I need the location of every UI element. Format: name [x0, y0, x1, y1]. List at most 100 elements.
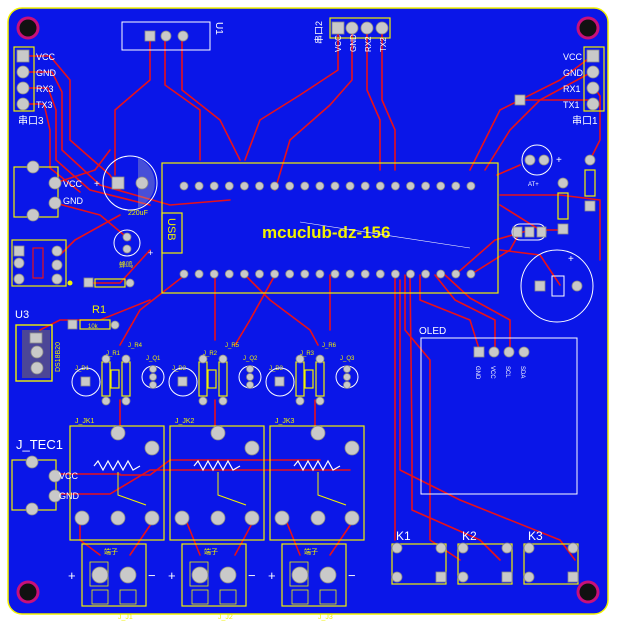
relay-coil	[93, 459, 141, 472]
key-pad-br	[501, 571, 513, 583]
terminal-pad-1	[191, 566, 209, 584]
relay-pad-mid	[210, 510, 226, 526]
driver-d-label: J_D3	[269, 366, 284, 372]
oled-pin-sda: SDA	[519, 366, 525, 378]
key-pad-tr	[435, 542, 447, 554]
mcu-top-pin	[345, 181, 355, 191]
driver-led-body	[110, 369, 120, 389]
driver-resistor-pin	[218, 354, 228, 364]
driver-diode-outline	[265, 367, 295, 397]
relay-pad-bl	[174, 510, 190, 526]
relay-contact	[317, 472, 347, 506]
switch-pin4	[51, 245, 63, 257]
relay-pad-top	[110, 425, 126, 441]
mcu-top-pin-row	[179, 181, 476, 191]
header-uart1-pin1	[586, 49, 600, 63]
terminal-foot-1	[191, 589, 209, 605]
driver-transistor-pin	[343, 365, 351, 373]
terminal-foot-2	[119, 589, 137, 605]
oled-pin-gnd: GND	[474, 366, 480, 380]
relay-label: J_JK1	[75, 418, 95, 425]
tec-bottom-pad	[25, 502, 39, 516]
mcu-top-pin	[436, 181, 446, 191]
terminal-foot-1	[91, 589, 109, 605]
terminal-plus: +	[168, 568, 176, 583]
header-uart2-pin1	[331, 21, 345, 35]
driver-r-label: J_R1	[106, 351, 121, 357]
relay-contact	[117, 472, 147, 506]
mcu-bottom-pin	[224, 269, 234, 279]
u1-module: U1	[121, 21, 224, 51]
mounting-holes	[16, 16, 600, 604]
relay-pad-br	[344, 510, 360, 526]
terminal-outline	[281, 543, 347, 607]
mcu-bottom-pin	[466, 269, 476, 279]
mcu-bottom-pin	[390, 269, 400, 279]
mcu-bottom-pin	[375, 269, 385, 279]
mcu-bottom-pin	[330, 269, 340, 279]
driver-transistor-pin	[149, 373, 157, 381]
tx1-via	[514, 94, 526, 106]
terminal-pad-1	[91, 566, 109, 584]
mcu-bottom-pin	[345, 269, 355, 279]
mcu-bottom-pin	[239, 269, 249, 279]
r1-value: 10k	[88, 324, 99, 330]
driver-resistor-pin	[315, 354, 325, 364]
at-cap-pin1	[524, 154, 536, 166]
driver-resistor-pin	[315, 396, 325, 406]
driver-r-label-b: J_R4	[128, 343, 143, 349]
driver-d-label: J_D2	[172, 366, 187, 372]
key-pad-bl	[523, 571, 535, 583]
board-title: mcuclub-dz-156	[262, 223, 390, 242]
driver-transistor-pin	[149, 365, 157, 373]
relay-pad-mid	[110, 510, 126, 526]
header-uart1-label-tx1: TX1	[563, 100, 580, 110]
key-pad-tl	[523, 542, 535, 554]
key-pad-tr	[567, 542, 579, 554]
relay-pad-top	[210, 425, 226, 441]
header-uart3-pin4	[16, 97, 30, 111]
power-input-vcc-pad	[48, 176, 62, 190]
terminal-pad-2	[219, 566, 237, 584]
terminal-foot-1	[291, 589, 309, 605]
cap-outline	[102, 155, 158, 211]
driver-resistor-pin	[295, 396, 305, 406]
tec-top-pad	[25, 455, 39, 469]
mcu-top-pin	[390, 181, 400, 191]
mcu-top-pin	[421, 181, 431, 191]
mcu-top-pin	[466, 181, 476, 191]
small-res-body	[94, 278, 126, 288]
terminal-label: J_J2	[218, 614, 233, 621]
tec-connector: J_TEC1 VCC GND	[11, 437, 80, 516]
terminal-label: J_J3	[318, 614, 333, 621]
switch-body	[32, 247, 44, 279]
driver-d-label: J_D1	[75, 366, 90, 372]
driver-transistor-pin	[149, 381, 157, 389]
small-res-pin1	[83, 277, 94, 288]
switch-pin3	[13, 273, 25, 285]
key-pad-tl	[391, 542, 403, 554]
at-cap-pin2	[538, 154, 550, 166]
cap-value: 220uF	[128, 210, 148, 217]
switch-pin6	[51, 273, 63, 285]
power-input-connector: VCC GND	[13, 160, 84, 222]
terminal-outline	[81, 543, 147, 607]
u3-pin2	[30, 345, 44, 359]
terminal-outline	[181, 543, 247, 607]
oled-pin-scl: SCL	[504, 366, 510, 378]
mcu-bottom-pin	[209, 269, 219, 279]
oled-display: OLED GND VCC SCL SDA	[419, 326, 578, 495]
terminal-caption: 端子	[104, 547, 118, 556]
mcu-top-pin	[270, 181, 280, 191]
header-uart1-label-rx1: RX1	[563, 84, 581, 94]
terminal-pad-2	[319, 566, 337, 584]
header-uart2-outline	[329, 17, 391, 39]
tec-label: J_TEC1	[16, 437, 63, 452]
tec-gnd-pad	[48, 489, 62, 503]
driver-resistor-pin	[295, 354, 305, 364]
header-uart3-label-rx3: RX3	[36, 84, 54, 94]
power-input-gnd-label: GND	[63, 196, 84, 206]
mcu-bottom-pin	[406, 269, 415, 279]
